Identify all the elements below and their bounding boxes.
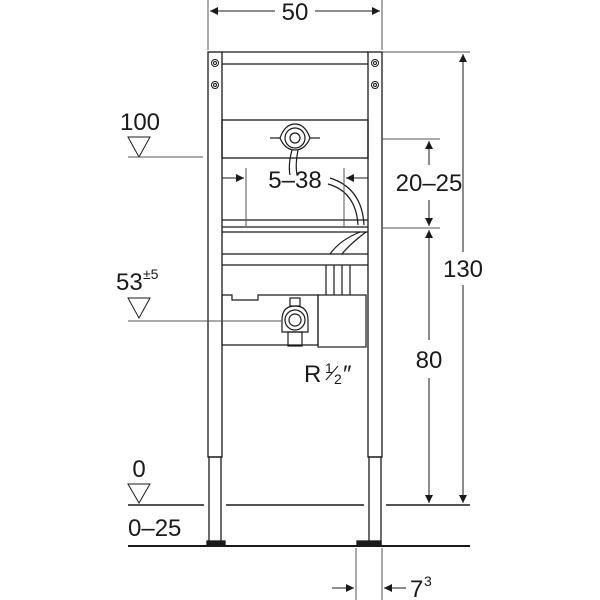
floor-level-label: 0 xyxy=(132,456,145,483)
svg-text:1: 1 xyxy=(325,360,333,376)
svg-text:2: 2 xyxy=(334,371,342,387)
lower-fitting-assembly xyxy=(221,294,367,348)
upper-water-fitting xyxy=(270,123,320,176)
upper-level-label: 100 xyxy=(120,109,160,136)
frame xyxy=(206,51,383,547)
foot-depth-superscript: 3 xyxy=(424,573,432,589)
stud-spacing-dimension: 5–38 xyxy=(222,167,368,226)
middle-level-tolerance: ±5 xyxy=(143,266,159,282)
right-dimensions: 20–25 80 130 xyxy=(382,51,483,503)
frame-bolts xyxy=(211,59,379,89)
frame-width-label: 50 xyxy=(282,0,309,26)
thread-size-label: R 1 2 ″ xyxy=(304,360,352,388)
upper-level-marker: 100 xyxy=(120,109,203,159)
supply-hoses xyxy=(325,177,367,295)
svg-text:R: R xyxy=(304,361,321,388)
floor-level-marker: 0 0–25 xyxy=(127,456,470,547)
fitting-height-label: 80 xyxy=(416,347,443,374)
foot-depth-dimension: 7 3 xyxy=(332,548,432,600)
svg-text:″: ″ xyxy=(343,361,352,388)
floor-adjustment-label: 0–25 xyxy=(128,515,181,542)
stud-spacing-label: 5–38 xyxy=(268,167,321,194)
foot-depth-label: 7 xyxy=(410,576,423,600)
frame-width-dimension: 50 xyxy=(207,0,383,50)
middle-level-label: 53 xyxy=(116,269,143,296)
frame-height-label: 130 xyxy=(443,256,483,283)
crossbar-spacing-label: 20–25 xyxy=(396,170,463,197)
middle-level-marker: 53 ±5 xyxy=(116,266,282,322)
